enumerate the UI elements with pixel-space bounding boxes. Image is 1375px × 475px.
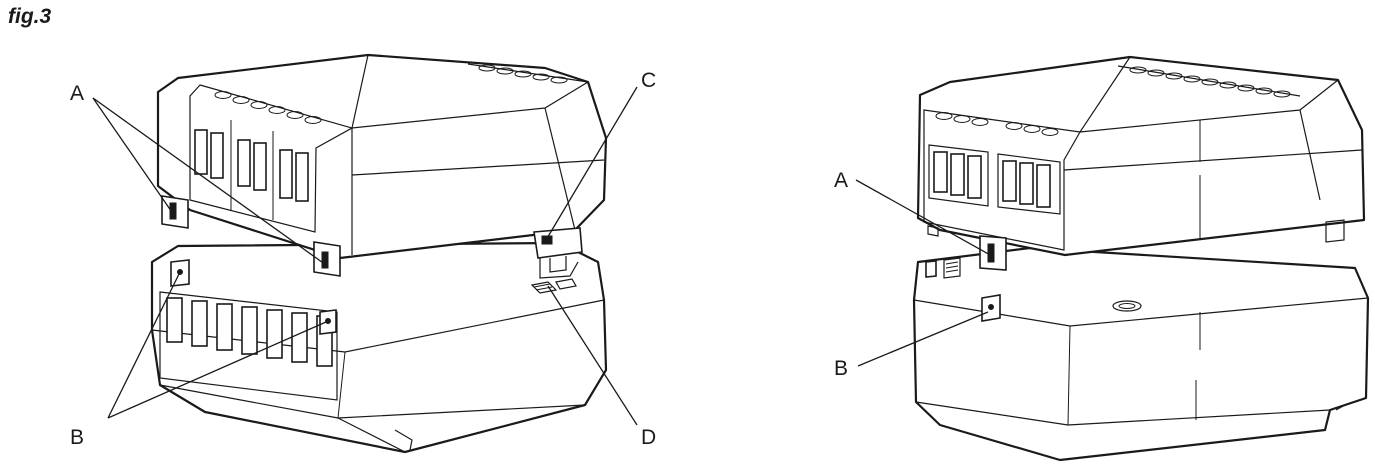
left-lower-terminal-slots [166, 297, 333, 367]
right-top-terminal-strip [1129, 66, 1291, 98]
right-upper-module [916, 55, 1366, 271]
left-top-terminal-strip [478, 64, 568, 84]
left-leader-lines [92, 86, 638, 426]
left-label-a: A [70, 82, 84, 105]
left-slot-d [530, 281, 558, 294]
left-catch-b2-dot [325, 318, 331, 324]
left-latch-a1-hook [169, 202, 177, 220]
right-label-b: B [834, 357, 848, 380]
left-front-terminal-top [214, 91, 322, 124]
left-latch-a2-hook [321, 251, 329, 269]
left-label-c: C [641, 69, 656, 92]
left-front-terminal-slots [194, 129, 309, 202]
left-latch-c [533, 227, 583, 259]
right-mounting-hole [1112, 300, 1142, 312]
figure-title: fig.3 [8, 5, 52, 28]
left-label-b: B [70, 426, 84, 449]
left-lower-module [150, 241, 608, 454]
right-label-a: A [834, 169, 848, 192]
right-front-terminal-slots [933, 151, 1051, 208]
right-leader-lines [855, 179, 993, 367]
right-front-terminal-top [935, 112, 1059, 136]
right-catch-b-dot [988, 304, 994, 310]
left-upper-module [156, 53, 608, 279]
left-assembly: A B C D [70, 53, 656, 454]
left-label-d: D [641, 426, 656, 449]
right-assembly: A B [834, 55, 1370, 462]
right-lower-module [912, 246, 1370, 462]
right-latch-a-hook [987, 243, 995, 263]
